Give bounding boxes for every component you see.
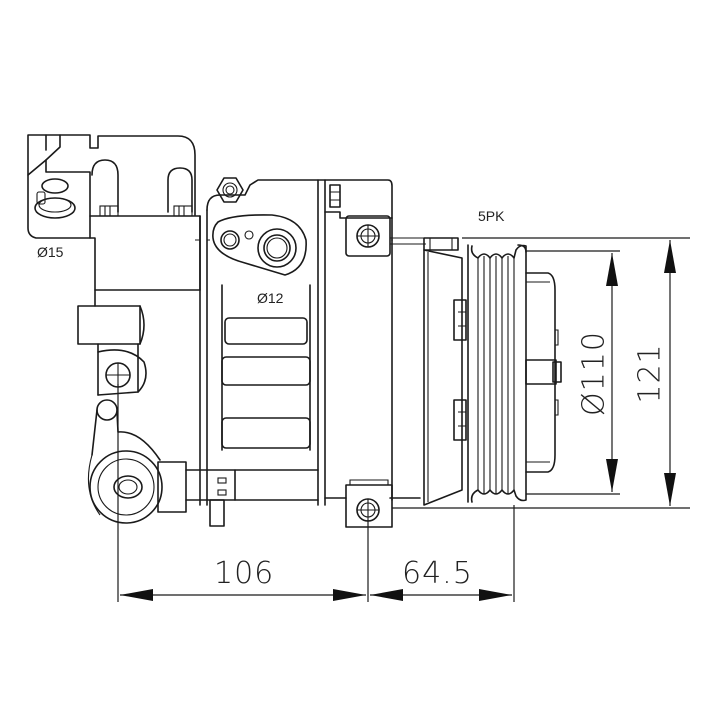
suction-port-block: [27, 134, 201, 307]
pulley: [467, 244, 562, 503]
dimension-106-value: 106: [214, 556, 275, 591]
dimension-64-5-value: 64.5: [402, 556, 473, 591]
dimension-110-value: Ø110: [576, 331, 612, 416]
upper-mount-lug: [324, 184, 426, 257]
dimension-horizontal: [117, 384, 515, 602]
discharge-port-label: Ø12: [257, 290, 284, 306]
dimension-121-value: 121: [632, 343, 668, 404]
belt-type-label: 5PK: [478, 208, 505, 224]
suction-port-label: Ø15: [37, 244, 64, 260]
dimension-110: [526, 250, 620, 495]
compressor-body: [195, 177, 393, 506]
lower-mount-lug: [324, 479, 515, 528]
dimension-121: [392, 237, 690, 509]
clutch-housing: [391, 237, 467, 506]
mounting-arm: [77, 305, 236, 527]
